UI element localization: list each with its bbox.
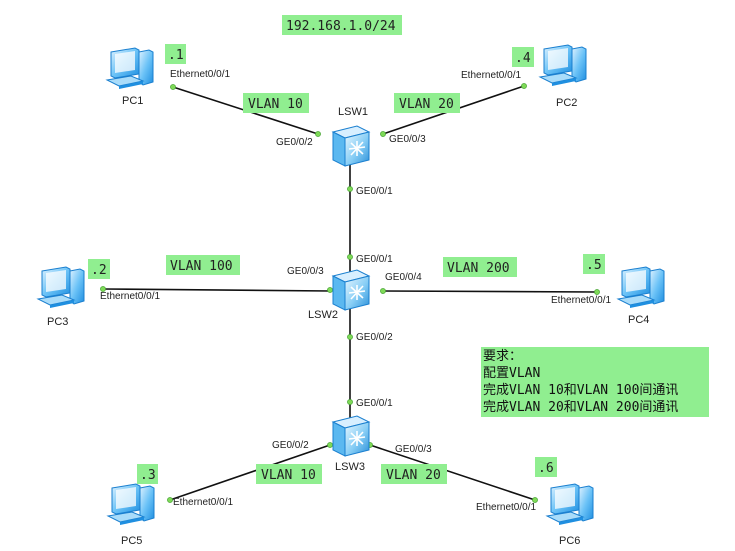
addr-text: .5 [586, 258, 602, 273]
port-dot [380, 288, 386, 294]
pc3-icon[interactable] [37, 266, 85, 309]
vlan-label-bot-right: VLAN 20 [381, 464, 447, 484]
pc6-label: PC6 [559, 535, 580, 547]
port-label: GE0/0/1 [356, 186, 393, 197]
addr-label-pc2: .4 [512, 47, 534, 67]
network-text: 192.168.1.0/24 [286, 19, 396, 34]
pc5-label: PC5 [121, 535, 142, 547]
addr-text: .2 [91, 263, 107, 278]
port-dot [100, 286, 106, 292]
pc1-label: PC1 [122, 95, 143, 107]
lsw3-label: LSW3 [335, 461, 365, 473]
addr-label-pc1: .1 [165, 44, 186, 64]
lsw2-icon[interactable] [332, 269, 370, 311]
vlan-label-bot-left: VLAN 10 [256, 464, 322, 484]
link-pc5-lsw3 [169, 444, 331, 501]
pc4-label: PC4 [628, 314, 649, 326]
port-dot [380, 131, 386, 137]
port-dot [170, 84, 176, 90]
vlan-label-mid-left: VLAN 100 [166, 255, 240, 275]
requirements-line: 完成VLAN 10和VLAN 100间通讯 [483, 383, 679, 398]
pc2-label: PC2 [556, 97, 577, 109]
link-pc4-lsw2 [382, 290, 598, 293]
vlan-label-text: VLAN 10 [248, 97, 303, 112]
pc3-label: PC3 [47, 316, 68, 328]
pc4-icon[interactable] [617, 266, 665, 309]
addr-text: .1 [168, 48, 184, 63]
port-label: Ethernet0/0/1 [461, 70, 521, 81]
pc5-icon[interactable] [107, 483, 155, 526]
port-label: GE0/0/3 [287, 266, 324, 277]
addr-text: .6 [538, 461, 554, 476]
addr-label-pc6: .6 [535, 457, 557, 477]
vlan-label-text: VLAN 20 [386, 468, 441, 483]
link-pc6-lsw3 [369, 444, 536, 501]
port-dots [100, 83, 600, 503]
port-label: Ethernet0/0/1 [100, 291, 160, 302]
addr-text: .3 [140, 468, 156, 483]
requirements-note: 要求： 配置VLAN 完成VLAN 10和VLAN 100间通讯 完成VLAN … [481, 347, 709, 417]
port-dot [594, 289, 600, 295]
lsw3-icon[interactable] [332, 415, 370, 457]
port-label: GE0/0/3 [395, 444, 432, 455]
port-label: GE0/0/2 [272, 440, 309, 451]
addr-label-pc4: .5 [583, 254, 605, 274]
requirements-title: 要求： [483, 349, 523, 364]
link-pc3-lsw2 [102, 288, 331, 292]
port-dot [327, 287, 333, 293]
vlan-label-top-right: VLAN 20 [394, 93, 460, 113]
port-label: GE0/0/2 [276, 137, 313, 148]
port-dot [347, 186, 353, 192]
vlan-label-text: VLAN 200 [447, 261, 510, 276]
vlan-label-text: VLAN 20 [399, 97, 454, 112]
port-dot [327, 442, 333, 448]
vlan-label-text: VLAN 10 [261, 468, 316, 483]
port-label: GE0/0/4 [385, 272, 422, 283]
addr-text: .4 [515, 51, 531, 66]
pc6-icon[interactable] [546, 483, 594, 526]
port-label: GE0/0/1 [356, 398, 393, 409]
port-label: Ethernet0/0/1 [476, 502, 536, 513]
addr-label-pc3: .2 [88, 259, 110, 279]
pc1-icon[interactable] [106, 47, 154, 90]
lsw1-label: LSW1 [338, 106, 368, 118]
port-label: Ethernet0/0/1 [170, 69, 230, 80]
lsw2-label: LSW2 [308, 309, 338, 321]
port-label: Ethernet0/0/1 [173, 497, 233, 508]
port-label: GE0/0/2 [356, 332, 393, 343]
vlan-label-text: VLAN 100 [170, 259, 233, 274]
port-dot [315, 131, 321, 137]
addr-label-pc5: .3 [137, 464, 158, 484]
requirements-line: 配置VLAN [483, 366, 541, 381]
port-label: Ethernet0/0/1 [551, 295, 611, 306]
vlan-label-top-left: VLAN 10 [243, 93, 309, 113]
port-dot [347, 334, 353, 340]
port-label: GE0/0/1 [356, 254, 393, 265]
port-dot [532, 497, 538, 503]
pc2-icon[interactable] [539, 44, 587, 87]
port-label: GE0/0/3 [389, 134, 426, 145]
lsw1-icon[interactable] [332, 125, 370, 167]
port-dot [167, 497, 173, 503]
requirements-line: 完成VLAN 20和VLAN 200间通讯 [483, 400, 679, 415]
port-dot [347, 399, 353, 405]
network-label: 192.168.1.0/24 [282, 15, 402, 35]
vlan-label-mid-right: VLAN 200 [443, 257, 517, 277]
port-dot [521, 83, 527, 89]
port-dot [347, 254, 353, 260]
